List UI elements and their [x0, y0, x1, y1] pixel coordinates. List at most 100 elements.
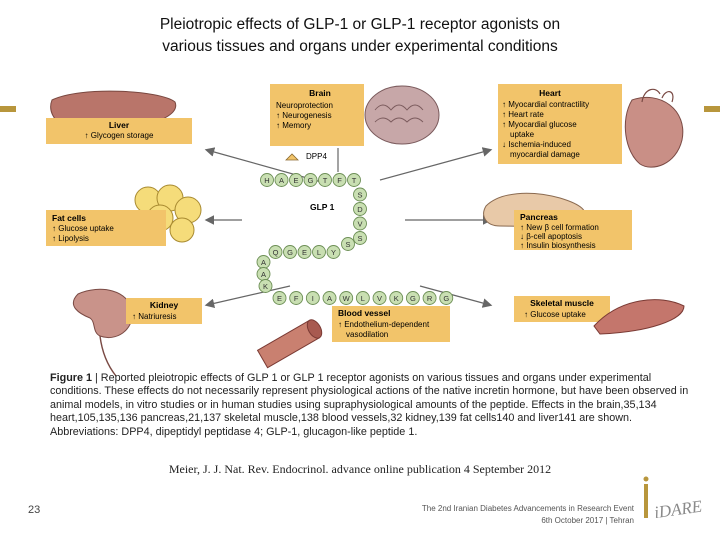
peptide-residue-label: A — [279, 176, 284, 185]
peptide-bead — [322, 291, 337, 305]
heart-item-3: uptake — [510, 130, 535, 139]
effect-arrows — [204, 147, 493, 309]
peptide-residue-label: A — [261, 258, 266, 267]
brain-item-2: ↑ Memory — [276, 121, 311, 130]
vessel-illustration — [256, 319, 323, 369]
peptide-bead — [268, 245, 283, 259]
peptide-bead — [405, 291, 420, 305]
peptide-residue-label: Q — [273, 248, 279, 257]
peptide-residue-label: E — [277, 294, 282, 303]
glp1-effects-diagram: Liver ↑ Glycogen storage Brain Neuroprot… — [46, 84, 685, 377]
fat-title: Fat cells — [52, 213, 86, 223]
peptide-residue-label: G — [410, 294, 416, 303]
peptide-residue-label: D — [357, 205, 363, 214]
peptide-residue-label: H — [264, 176, 269, 185]
arrow-to-muscle — [419, 285, 493, 308]
peptide-bead — [341, 237, 355, 251]
peptide-residue-label: K — [263, 282, 268, 291]
peptide-residue-label: I — [312, 294, 314, 303]
peptide-residue-label: L — [317, 248, 321, 257]
slide-title: Pleiotropic effects of GLP‐1 or GLP‐1 re… — [90, 14, 630, 58]
event-line1: The 2nd Iranian Diabetes Advancements in… — [421, 504, 634, 513]
peptide-bead — [347, 173, 361, 187]
peptide-bead — [353, 231, 367, 245]
heart-item-1: ↑ Heart rate — [502, 110, 544, 119]
peptide-bead — [258, 279, 273, 293]
logo-text: iDARE — [653, 497, 702, 523]
peptide-residue-label: Y — [331, 248, 336, 257]
peptide-residue-label: F — [337, 176, 342, 185]
peptide-residue-label: S — [357, 234, 362, 243]
peptide-bead — [272, 291, 287, 305]
peptide-bead — [353, 202, 367, 216]
peptide-residue-label: W — [343, 294, 351, 303]
pancreas-box — [514, 210, 632, 250]
peptide-bead — [289, 173, 303, 187]
left-accent-bar — [0, 106, 16, 112]
peptide-bead — [353, 216, 367, 231]
peptide-bead — [297, 245, 312, 259]
vessel-item-0: ↑ Endothelium-dependent — [338, 320, 430, 329]
citation: Meier, J. J. Nat. Rev. Endocrinol. advan… — [168, 462, 552, 476]
peptide-residue-label: E — [302, 248, 307, 257]
dpp4-enzyme-icon — [285, 153, 299, 161]
peptide-residue-label: T — [323, 176, 328, 185]
fat-item-0: ↑ Glucose uptake — [52, 224, 114, 233]
peptide-bead — [260, 173, 274, 187]
glp1-label: GLP 1 — [310, 202, 335, 212]
muscle-group: Skeletal muscle ↑ Glucose uptake — [514, 296, 685, 335]
peptide-bead — [305, 291, 320, 305]
liver-box — [46, 118, 192, 144]
figure-caption: Figure 1 | Reported pleiotropic effects … — [50, 372, 700, 439]
peptide-bead — [372, 291, 387, 305]
peptide-bead — [422, 291, 437, 305]
kidney-box — [126, 298, 202, 324]
pancreas-item-0: ↑ New β cell formation — [520, 223, 599, 232]
vessel-item-1: vasodilation — [346, 330, 388, 339]
heart-item-5: myocardial damage — [510, 150, 580, 159]
pancreas-title: Pancreas — [520, 212, 558, 222]
peptide-residue-label: R — [427, 294, 433, 303]
idare-logo: iDARE — [643, 476, 702, 523]
peptide-bead — [389, 291, 404, 305]
kidney-title: Kidney — [150, 300, 179, 310]
peptide-bead — [283, 245, 297, 259]
brain-item-0: Neuroprotection — [276, 101, 333, 110]
peptide-residue-label: V — [377, 294, 382, 303]
heart-group: Heart ↑ Myocardial contractility ↑ Heart… — [498, 84, 684, 168]
vessel-title: Blood vessel — [338, 308, 390, 318]
peptide-residue-label: G — [308, 176, 314, 185]
vessel-box — [332, 306, 450, 342]
caption-text: | Reported pleiotropic effects of GLP 1 … — [50, 372, 689, 438]
peptide-bead — [274, 173, 289, 187]
kidney-illustration — [72, 288, 133, 338]
fat-item-1: ↑ Lipolysis — [52, 234, 89, 243]
pancreas-group: Pancreas ↑ New β cell formation ↓ β-cell… — [483, 192, 632, 250]
peptide-residue-label: F — [294, 294, 299, 303]
slide-title-line1: Pleiotropic effects of GLP‐1 or GLP‐1 re… — [159, 16, 561, 33]
peptide-residue-label: V — [357, 219, 362, 228]
pancreas-item-2: ↑ Insulin biosynthesis — [520, 241, 596, 250]
heart-box — [498, 84, 622, 164]
logo-dot — [643, 476, 649, 482]
slide-title-line2: various tissues and organs under experim… — [162, 38, 558, 55]
peptide-bead — [303, 173, 318, 187]
heart-illustration — [624, 96, 684, 168]
kidney-group: Kidney ↑ Natriuresis — [72, 288, 202, 377]
peptide-bead — [355, 291, 370, 305]
peptide-bead — [339, 291, 354, 305]
liver-group: Liver ↑ Glycogen storage — [46, 90, 192, 144]
caption-label: Figure 1 — [50, 372, 92, 384]
figure-panel: Liver ↑ Glycogen storage Brain Neuroprot… — [20, 80, 696, 442]
heart-item-2: ↑ Myocardial glucose — [502, 120, 577, 129]
brain-box — [270, 84, 364, 146]
brain-folds — [374, 104, 424, 123]
peptide-residue-label: A — [261, 270, 266, 279]
kidney-item-0: ↑ Natriuresis — [132, 312, 176, 321]
arrow-to-heart — [379, 147, 493, 181]
fat-box — [46, 210, 166, 246]
peptide-bead — [318, 173, 332, 187]
peptide-residue-label: K — [394, 294, 399, 303]
